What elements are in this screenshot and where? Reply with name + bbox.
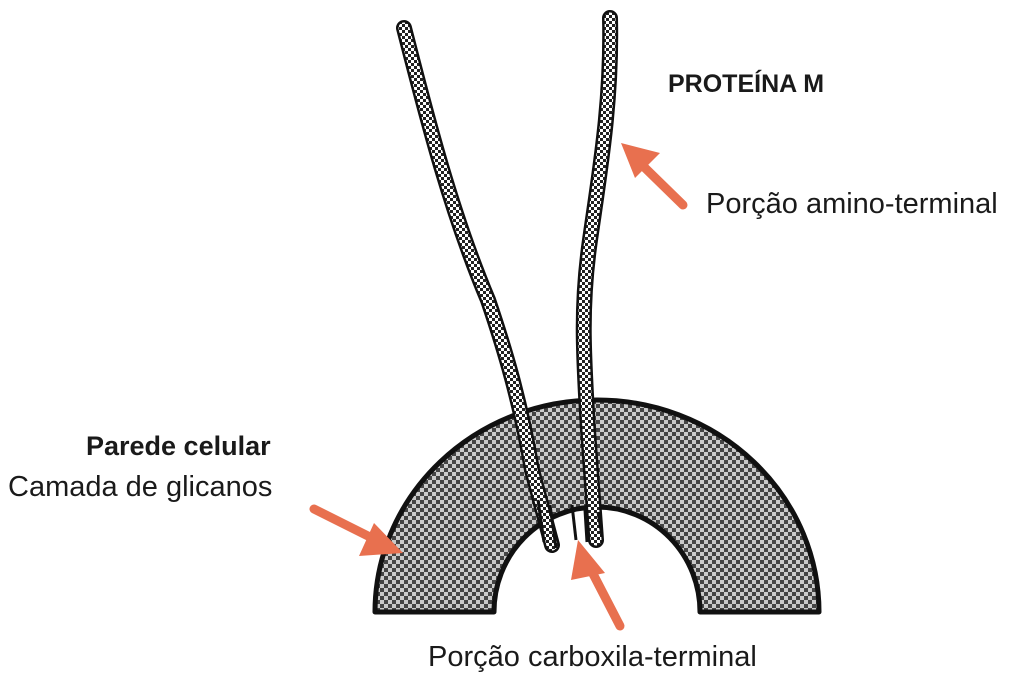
amino-terminal-label: Porção amino-terminal [706, 190, 998, 219]
arrow-carboxyl-terminal [571, 540, 620, 626]
carboxyl-terminal-label: Porção carboxila-terminal [428, 643, 757, 672]
diagram-title: PROTEÍNA M [668, 72, 824, 97]
cell-wall-label: Parede celular [86, 433, 271, 460]
arrow-amino-terminal [621, 143, 683, 205]
glycan-layer-label: Camada de glicanos [8, 473, 272, 502]
